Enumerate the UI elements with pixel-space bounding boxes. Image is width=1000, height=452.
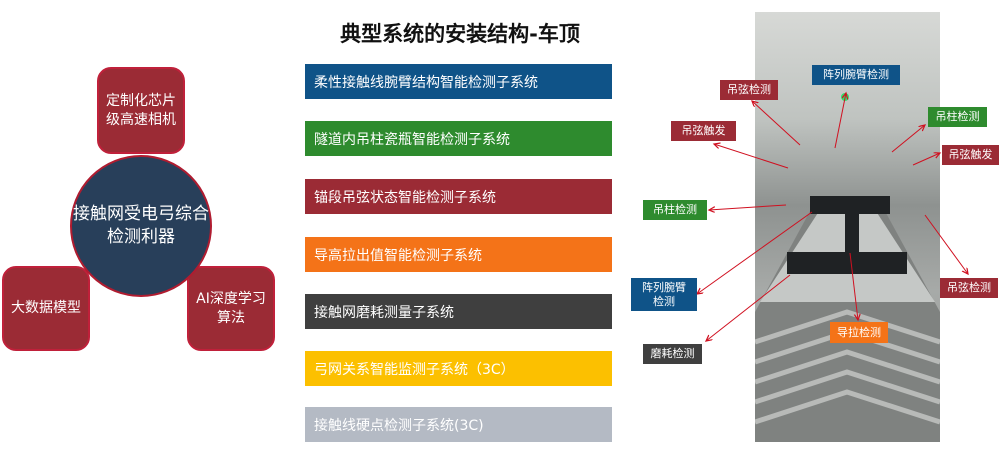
label-arm-top: 阵列腕臂检测: [812, 65, 900, 85]
system-bar: 接触线硬点检测子系统(3C): [305, 407, 612, 442]
system-bar: 接触网磨耗测量子系统: [305, 294, 612, 329]
label-stagger: 导拉检测: [830, 322, 888, 343]
label-wear: 磨耗检测: [643, 344, 702, 364]
label-trigger-right: 吊弦触发: [942, 145, 999, 165]
system-bar: 弓网关系智能监测子系统（3C）: [305, 351, 612, 386]
label-dropper-left: 吊弦检测: [720, 80, 778, 100]
label-trigger-left: 吊弦触发: [671, 121, 736, 141]
label-pillar-right: 吊柱检测: [928, 107, 987, 127]
camera-box: 定制化芯片级高速相机: [97, 67, 185, 154]
label-dropper-right: 吊弦检测: [940, 278, 998, 298]
label-pillar-left: 吊柱检测: [643, 200, 707, 220]
page-title: 典型系统的安装结构-车顶: [340, 22, 580, 46]
bigdata-box: 大数据模型: [2, 266, 90, 351]
ai-box: AI深度学习算法: [187, 266, 275, 351]
hub-circle: 接触网受电弓综合检测利器: [70, 155, 212, 297]
system-bar: 锚段吊弦状态智能检测子系统: [305, 179, 612, 214]
label-arm-left: 阵列腕臂检测: [631, 278, 697, 311]
system-bar: 柔性接触线腕臂结构智能检测子系统: [305, 64, 612, 99]
system-bar: 导高拉出值智能检测子系统: [305, 237, 612, 272]
system-bar: 隧道内吊柱瓷瓶智能检测子系统: [305, 121, 612, 156]
